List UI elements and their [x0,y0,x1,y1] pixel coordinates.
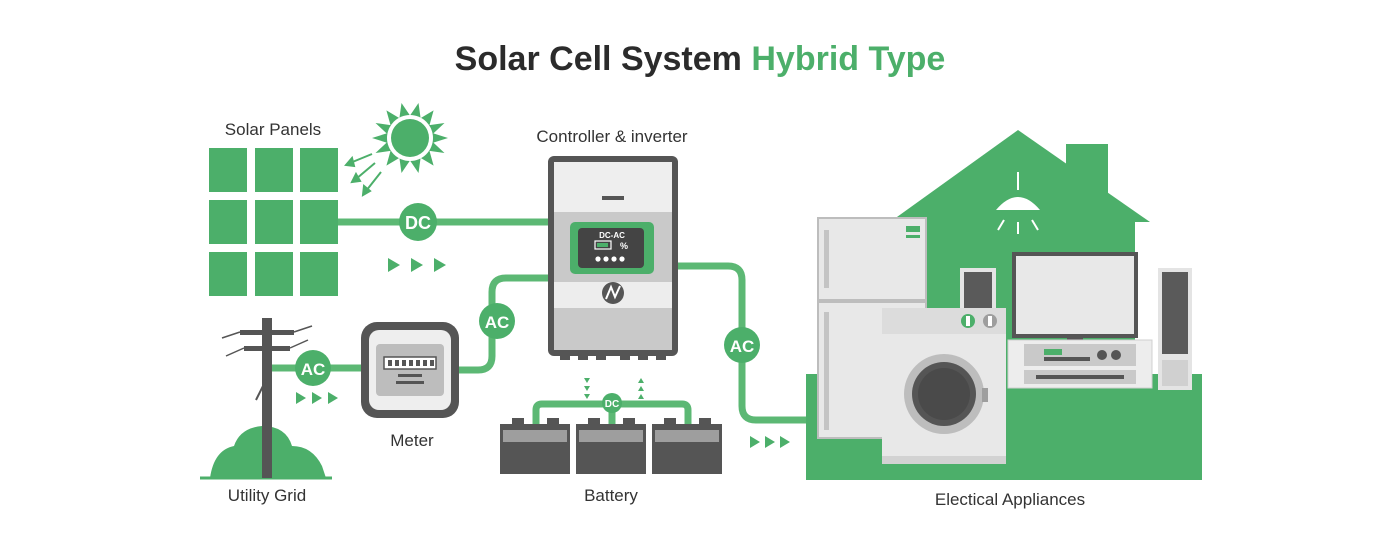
title-accent: Hybrid Type [751,40,946,78]
utility-grid [200,318,332,480]
label-solar-panels: Solar Panels [225,120,321,139]
washing-machine-icon [882,308,1006,464]
tall-speaker-icon [1158,268,1192,390]
stereo-cabinet-icon [1007,339,1153,389]
badge-ac-meter-text: AC [485,313,510,332]
flow-arrows-solar [388,258,446,272]
label-controller: Controller & inverter [536,127,688,146]
battery-flow-arrows [584,378,644,399]
badge-dc-text: DC [405,213,431,233]
badge-dc-solar: DC [399,203,437,241]
badge-ac-grid: AC [295,350,331,386]
battery-unit [500,418,570,474]
inverter-percent: % [620,241,628,251]
line-battery-left [532,400,610,428]
label-utility-grid: Utility Grid [228,486,306,505]
line-battery-right [614,400,692,428]
batteries [500,418,722,474]
tv-icon [1012,252,1138,342]
badge-ac-grid-text: AC [301,360,326,379]
page-title: Solar Cell System Hybrid Type [0,40,1400,79]
solar-panels [209,148,338,296]
meter [361,322,459,418]
sunray-arrows [344,153,382,197]
badge-dc-battery: DC [602,393,622,413]
controller-inverter: DC-AC % [548,156,678,360]
badge-ac-meter: AC [479,303,515,339]
title-main: Solar Cell System [454,40,742,78]
badge-ac-house: AC [724,327,760,363]
label-appliances: Electical Appliances [935,490,1085,509]
battery-unit [652,418,722,474]
badge-ac-house-text: AC [730,337,755,356]
badge-dc-battery-text: DC [605,399,619,410]
battery-unit [576,418,646,474]
label-meter: Meter [390,431,434,450]
label-battery: Battery [584,486,638,505]
sun-icon [372,103,448,173]
speaker-icon [960,268,996,312]
lamp-icon [996,172,1040,234]
flow-arrows-house [750,436,790,448]
flow-arrows-grid [296,392,338,404]
inverter-wave-icon [605,284,621,300]
connection-lines [268,218,812,428]
inverter-screen-label: DC-AC [599,231,625,240]
